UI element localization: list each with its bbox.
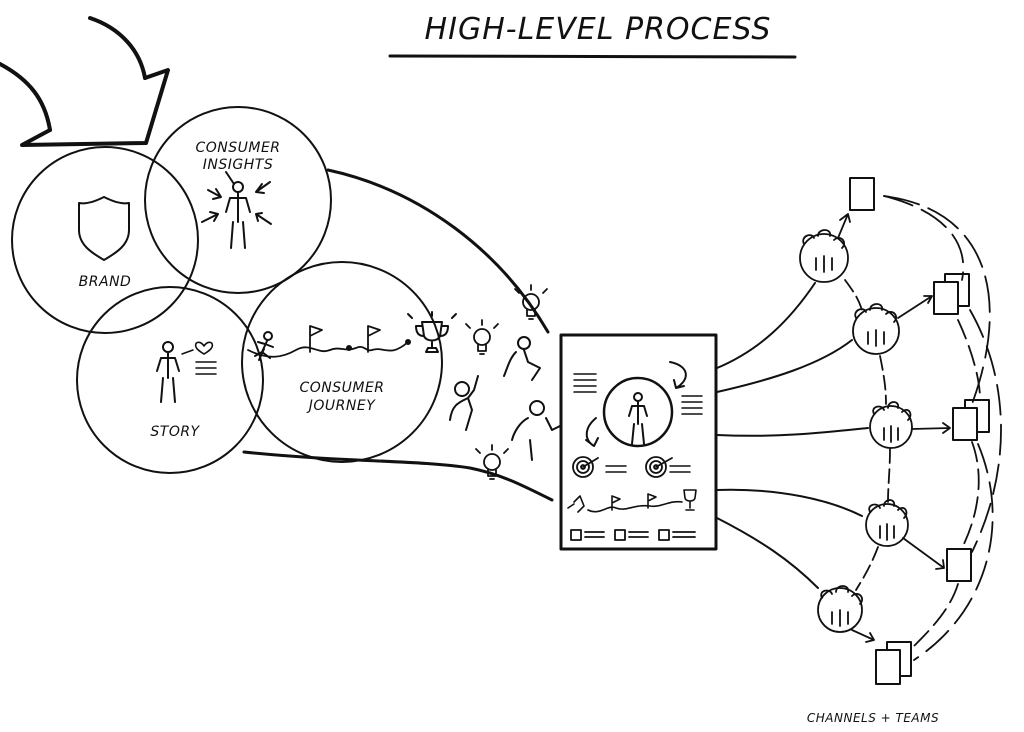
flow-arc-bottom	[242, 450, 554, 502]
flag-icon	[309, 325, 323, 353]
story-circle	[76, 286, 264, 474]
team-icon-3	[869, 401, 913, 449]
team-icon	[799, 229, 849, 283]
consumer-insights-label-1: CONSUMER	[195, 140, 280, 156]
lightbulb-icon	[465, 319, 499, 355]
team-icon-2	[852, 303, 900, 355]
document-icon	[849, 177, 875, 211]
document-stack-icon	[933, 273, 970, 315]
entry-arrow	[0, 16, 170, 147]
consumer-journey-label-2: JOURNEY	[306, 398, 376, 414]
flow-arc-top	[326, 168, 550, 334]
brand-circle	[11, 146, 199, 334]
focus-circle	[602, 376, 674, 448]
consumer-insights-label-2: INSIGHTS	[203, 157, 273, 173]
story-person-icon	[156, 341, 180, 403]
target-icon	[572, 456, 599, 478]
document-stack-icon-3	[875, 641, 912, 685]
consumer-insights-circle	[144, 106, 332, 294]
heart-arrow	[181, 349, 194, 355]
journey-dot-2	[405, 339, 411, 345]
document-content	[573, 373, 703, 473]
document-icon-2	[946, 548, 972, 582]
document-stack-icon-2	[952, 399, 990, 441]
document-person-icon	[628, 392, 648, 445]
team-people-icon	[449, 336, 561, 461]
runner-icon	[254, 331, 274, 361]
checklist-icons	[570, 529, 696, 541]
team-icon-5	[817, 585, 864, 633]
channel-connections	[844, 195, 1002, 661]
lightbulb-icon-3	[475, 444, 509, 480]
diagram-title: HIGH-LEVEL PROCESS	[425, 12, 772, 47]
title-underline	[388, 54, 797, 59]
strategy-document	[559, 333, 718, 551]
text-lines-icon	[195, 361, 217, 375]
target-icon-2	[645, 456, 673, 478]
heart-icon	[194, 341, 214, 355]
refresh-arrow-bottom	[585, 417, 599, 447]
document-journey-icon	[567, 489, 697, 513]
journey-path	[247, 346, 331, 358]
team-to-document-arrows	[837, 213, 951, 643]
arrow-in-icons	[201, 171, 272, 225]
channels-teams-label: CHANNELS + TEAMS	[807, 711, 939, 725]
journey-path-2	[329, 341, 409, 352]
shield-icon	[78, 196, 130, 261]
consumer-journey-label-1: CONSUMER	[299, 380, 384, 396]
refresh-arrow-top	[669, 361, 687, 389]
document-to-teams-lines	[716, 282, 869, 589]
team-icon-4	[865, 499, 909, 547]
trophy-icon	[407, 311, 457, 353]
brand-label: BRAND	[79, 274, 132, 290]
flag-icon-2	[367, 325, 381, 353]
story-label: STORY	[150, 424, 200, 440]
person-icon	[225, 181, 251, 249]
consumer-journey-circle	[241, 261, 443, 463]
